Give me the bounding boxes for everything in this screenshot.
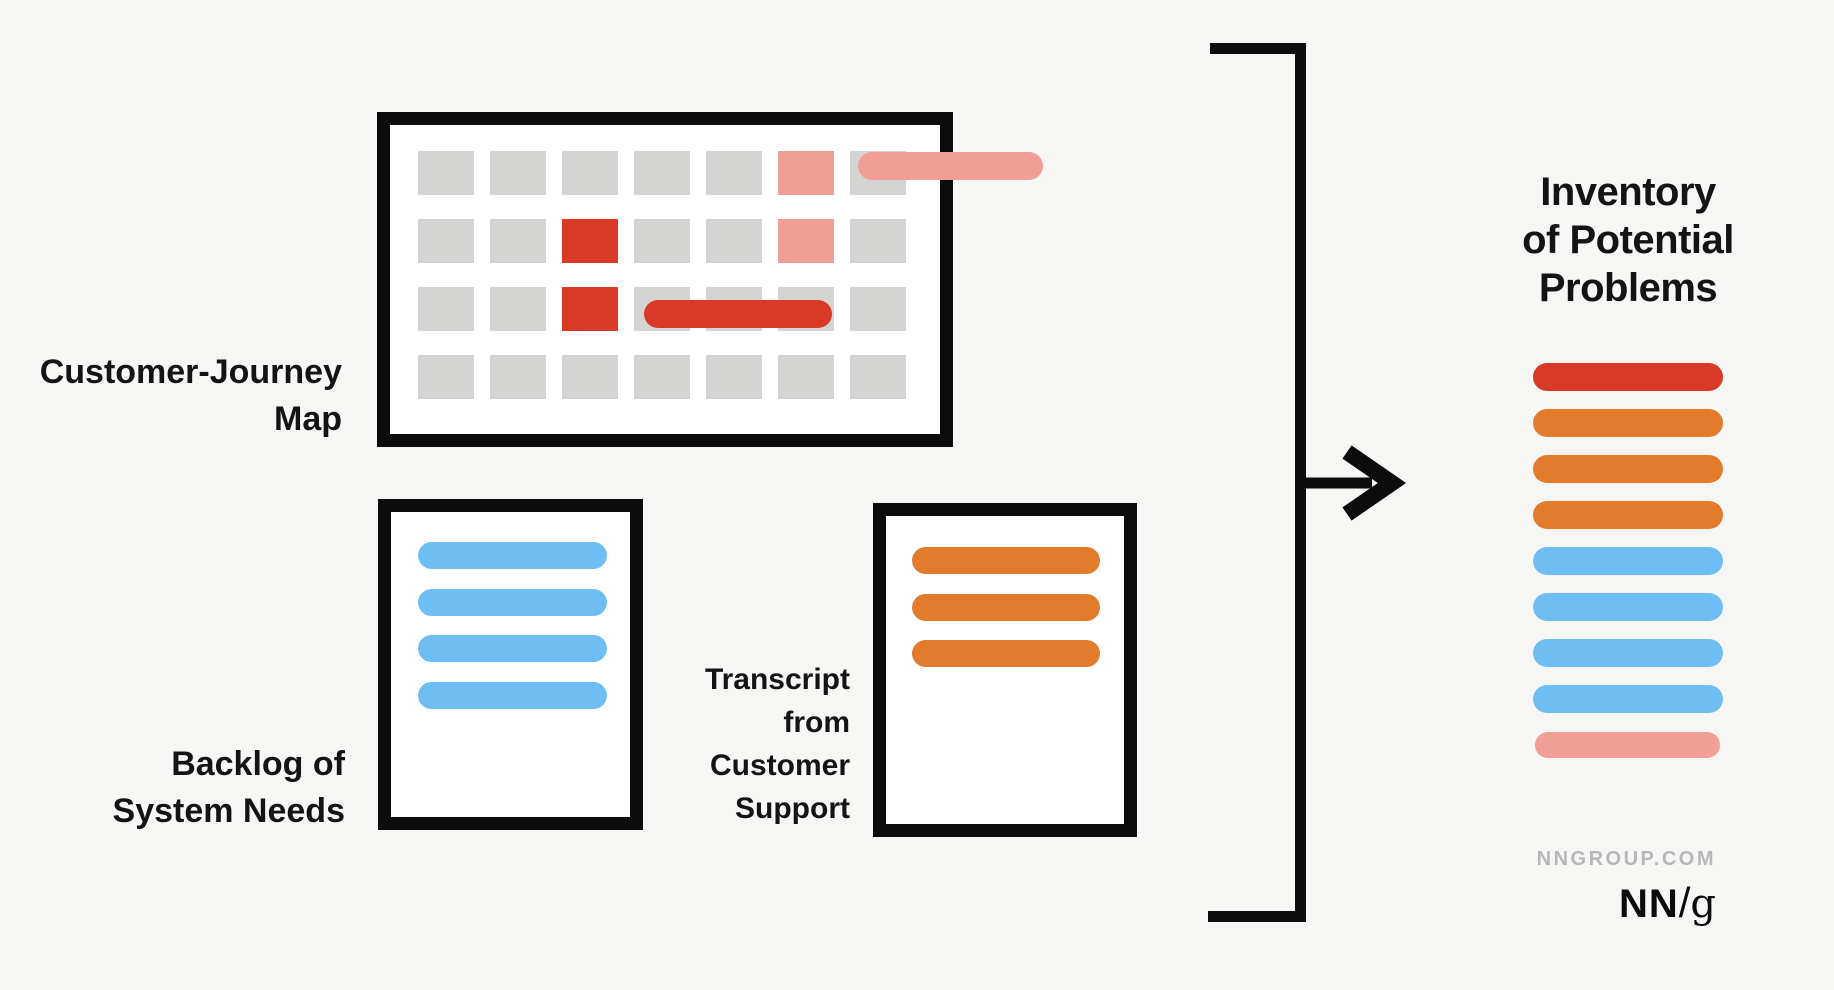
inventory-title-line2: of Potential: [1522, 218, 1734, 262]
document-text-line: [912, 640, 1100, 667]
journey-cell: [562, 151, 618, 195]
journey-cell: [634, 151, 690, 195]
document-text-line: [418, 589, 607, 616]
backlog-label-line1: Backlog of: [171, 745, 345, 783]
document-text-line: [912, 594, 1100, 621]
journey-cell: [418, 219, 474, 263]
journey-cell: [418, 355, 474, 399]
journey-cell: [706, 151, 762, 195]
transcript-label-line4: Support: [735, 792, 850, 825]
transcript-label-line1: Transcript: [704, 663, 850, 696]
inventory-bar-orange: [1533, 409, 1723, 437]
arrow-head-icon: [1342, 445, 1407, 521]
backlog-label-line2: System Needs: [112, 792, 345, 830]
journey-map-label: Customer-Journey Map: [40, 349, 342, 443]
nng-logo-nn: NN: [1618, 882, 1679, 926]
inventory-bar-blue: [1533, 547, 1723, 575]
journey-cell: [490, 219, 546, 263]
backlog-lines: [391, 512, 630, 817]
nng-logo-g: g: [1690, 881, 1716, 927]
journey-cell: [418, 287, 474, 331]
document-text-line: [418, 682, 607, 709]
nng-logo: NN/g: [1618, 879, 1716, 928]
backlog-document: [378, 499, 643, 830]
inventory-bar-blue: [1533, 639, 1723, 667]
journey-cell: [634, 355, 690, 399]
bracket-path: [1208, 43, 1306, 922]
inventory-title-line1: Inventory: [1540, 170, 1716, 214]
inventory-bars: [1533, 363, 1723, 759]
document-text-line: [418, 635, 607, 662]
journey-cell: [778, 355, 834, 399]
journey-cell: [562, 355, 618, 399]
backlog-label: Backlog of System Needs: [113, 741, 345, 835]
nng-logo-slash: /: [1678, 879, 1691, 926]
journey-cell: [850, 219, 906, 263]
inventory-bar-blue: [1533, 685, 1723, 713]
journey-map-box: [377, 112, 953, 447]
journey-cell: [778, 219, 834, 263]
inventory-bar-orange: [1533, 455, 1723, 483]
inventory-title: Inventory of Potential Problems: [1428, 168, 1828, 312]
journey-cell: [706, 355, 762, 399]
journey-cell: [562, 219, 618, 263]
journey-cell: [490, 287, 546, 331]
journey-map-label-line2: Map: [274, 400, 342, 438]
transcript-document: [873, 503, 1137, 837]
journey-cell: [490, 151, 546, 195]
inventory-title-line3: Problems: [1538, 266, 1718, 310]
inventory-bar-orange: [1533, 501, 1723, 529]
journey-cell: [706, 219, 762, 263]
journey-highlight-pill-top: [858, 152, 1043, 180]
journey-highlight-pill-middle: [644, 300, 832, 328]
journey-map-label-line1: Customer-Journey: [39, 353, 342, 391]
document-text-line: [912, 547, 1100, 574]
journey-cell: [418, 151, 474, 195]
journey-cell: [778, 151, 834, 195]
journey-cell: [490, 355, 546, 399]
journey-cell: [850, 355, 906, 399]
inventory-bar-pink: [1535, 732, 1720, 758]
site-url: NNGROUP.COM: [1536, 848, 1716, 870]
document-text-line: [418, 542, 607, 569]
transcript-label: Transcript from Customer Support: [705, 658, 850, 830]
transcript-lines: [886, 516, 1124, 824]
journey-cell: [634, 219, 690, 263]
journey-cell: [562, 287, 618, 331]
transcript-label-line2: from: [783, 706, 850, 739]
inventory-bar-red: [1533, 363, 1723, 391]
inventory-bar-blue: [1533, 593, 1723, 621]
journey-grid: [390, 125, 940, 434]
journey-cell: [850, 287, 906, 331]
transcript-label-line3: Customer: [709, 749, 850, 782]
